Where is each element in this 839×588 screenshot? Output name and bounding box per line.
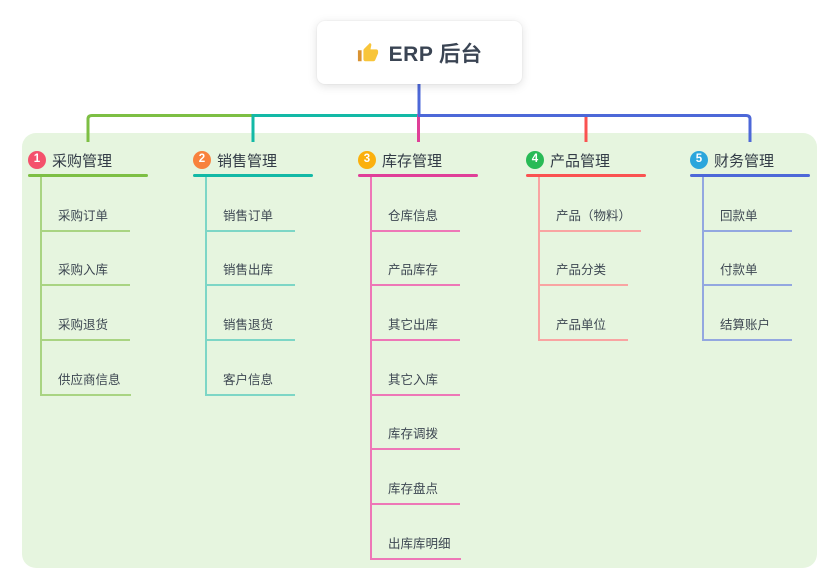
- child-label: 回款单: [720, 208, 758, 223]
- branch-label: 采购管理: [52, 152, 113, 170]
- branch-node-1: 1 采购管理采购订单采购入库采购退货供应商信息: [28, 149, 148, 396]
- child-node[interactable]: 产品（物料）: [540, 177, 642, 232]
- branch-badge: 2: [193, 151, 211, 169]
- branch-badge: 4: [526, 151, 544, 169]
- child-label: 销售退货: [223, 318, 274, 333]
- child-label: 供应商信息: [58, 372, 121, 387]
- branch-badge: 5: [690, 151, 708, 169]
- branch-underline: [526, 174, 646, 177]
- child-label: 其它出库: [388, 318, 439, 333]
- root-node[interactable]: ERP 后台: [317, 21, 522, 84]
- child-node[interactable]: 其它出库: [372, 286, 460, 342]
- child-node[interactable]: 产品库存: [372, 232, 460, 287]
- branch-underline: [690, 174, 810, 177]
- branch-label: 销售管理: [217, 152, 278, 170]
- branch-title[interactable]: 1 采购管理: [28, 149, 148, 171]
- child-node[interactable]: 回款单: [704, 177, 792, 232]
- branch-label: 产品管理: [550, 152, 611, 170]
- child-node[interactable]: 采购退货: [42, 286, 130, 342]
- branches-panel: [22, 133, 817, 568]
- branch-underline: [28, 174, 148, 177]
- branch-title[interactable]: 5 财务管理: [690, 149, 810, 171]
- children-group: 仓库信息产品库存其它出库其它入库库存调拨库存盘点出库库明细: [370, 177, 478, 560]
- child-label: 产品（物料）: [556, 208, 632, 223]
- child-label: 产品库存: [388, 263, 439, 278]
- child-node[interactable]: 付款单: [704, 232, 792, 287]
- child-node[interactable]: 结算账户: [704, 286, 792, 342]
- child-node[interactable]: 其它入库: [372, 341, 460, 396]
- child-label: 采购入库: [58, 263, 109, 278]
- children-group: 采购订单采购入库采购退货供应商信息: [40, 177, 148, 396]
- child-label: 出库库明细: [388, 536, 451, 551]
- child-label: 结算账户: [720, 318, 771, 333]
- branch-node-2: 2 销售管理销售订单销售出库销售退货客户信息: [193, 149, 313, 396]
- child-node[interactable]: 供应商信息: [42, 341, 131, 396]
- root-title: ERP 后台: [388, 42, 483, 66]
- child-node[interactable]: 库存调拨: [372, 396, 460, 451]
- child-node[interactable]: 客户信息: [207, 341, 295, 396]
- children-group: 销售订单销售出库销售退货客户信息: [205, 177, 313, 396]
- child-label: 销售出库: [223, 263, 274, 278]
- branch-title[interactable]: 2 销售管理: [193, 149, 313, 171]
- child-node[interactable]: 产品单位: [540, 286, 628, 342]
- child-node[interactable]: 产品分类: [540, 232, 628, 287]
- branch-underline: [358, 174, 478, 177]
- branch-label: 财务管理: [714, 152, 775, 170]
- child-label: 库存盘点: [388, 482, 439, 497]
- child-label: 产品单位: [556, 318, 607, 333]
- child-label: 付款单: [720, 263, 758, 278]
- child-node[interactable]: 采购订单: [42, 177, 130, 232]
- thumbs-up-icon: [357, 42, 378, 61]
- child-label: 采购退货: [58, 318, 109, 333]
- children-group: 回款单付款单结算账户: [702, 177, 810, 342]
- child-node[interactable]: 采购入库: [42, 232, 130, 287]
- children-group: 产品（物料） 产品分类产品单位: [538, 177, 646, 342]
- child-node[interactable]: 仓库信息: [372, 177, 460, 232]
- child-node[interactable]: 出库库明细: [372, 505, 461, 560]
- branch-title[interactable]: 4 产品管理: [526, 149, 646, 171]
- child-label: 销售订单: [223, 208, 274, 223]
- branch-node-3: 3 库存管理仓库信息产品库存其它出库其它入库库存调拨库存盘点出库库明细: [358, 149, 478, 560]
- child-node[interactable]: 销售订单: [207, 177, 295, 232]
- branch-badge: 3: [358, 151, 376, 169]
- child-node[interactable]: 销售出库: [207, 232, 295, 287]
- branch-title[interactable]: 3 库存管理: [358, 149, 478, 171]
- child-label: 产品分类: [556, 263, 607, 278]
- child-label: 客户信息: [223, 372, 274, 387]
- child-label: 其它入库: [388, 372, 439, 387]
- branch-badge: 1: [28, 151, 46, 169]
- branch-node-5: 5 财务管理回款单付款单结算账户: [690, 149, 810, 342]
- branch-label: 库存管理: [382, 152, 443, 170]
- child-label: 仓库信息: [388, 208, 439, 223]
- child-node[interactable]: 库存盘点: [372, 450, 460, 506]
- branch-node-4: 4 产品管理产品（物料） 产品分类产品单位: [526, 149, 646, 342]
- child-node[interactable]: 销售退货: [207, 286, 295, 342]
- child-label: 采购订单: [58, 208, 109, 223]
- branch-underline: [193, 174, 313, 177]
- child-label: 库存调拨: [388, 427, 439, 442]
